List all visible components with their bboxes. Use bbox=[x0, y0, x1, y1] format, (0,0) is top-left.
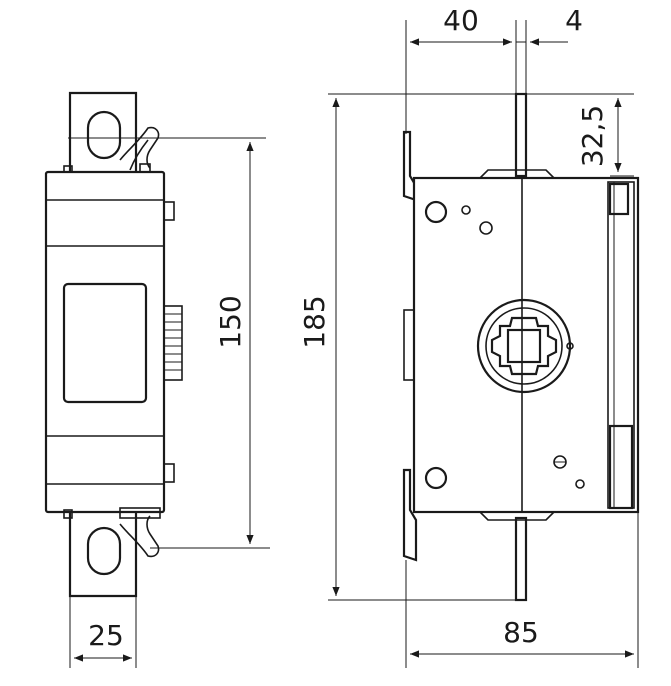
dim-side-depth: 85 bbox=[405, 512, 639, 668]
dim-side-top-extension: 32,5 bbox=[526, 93, 634, 177]
dim-front-width-label: 25 bbox=[88, 619, 124, 652]
side-housing bbox=[412, 169, 640, 521]
dim-front-width: 25 bbox=[69, 596, 137, 668]
dim-front-height: 150 bbox=[68, 137, 270, 549]
side-holes bbox=[424, 200, 585, 490]
dim-side-depth-label: 85 bbox=[503, 616, 539, 649]
front-label-window bbox=[62, 282, 148, 404]
front-knob-icon bbox=[163, 305, 183, 381]
rivet-icon bbox=[479, 221, 493, 235]
dim-front-height-label: 150 bbox=[214, 295, 247, 348]
front-top-bracket bbox=[63, 91, 160, 175]
dim-side-top-offset: 40 bbox=[405, 4, 517, 134]
rivet-icon bbox=[461, 205, 471, 215]
dim-side-shaft-width: 4 bbox=[502, 4, 583, 94]
dim-side-total-height: 185 bbox=[298, 93, 516, 601]
dim-side-total-height-label: 185 bbox=[298, 295, 331, 348]
dim-side-top-extension-label: 32,5 bbox=[576, 105, 609, 167]
dim-side-shaft-width-label: 4 bbox=[565, 4, 583, 37]
mounting-hole-icon bbox=[424, 466, 448, 490]
side-shaft bbox=[514, 92, 528, 602]
side-view: 185 40 4 32,5 85 bbox=[298, 4, 640, 668]
mounting-hole-icon bbox=[424, 200, 448, 224]
front-view: 150 25 bbox=[44, 91, 270, 668]
dim-side-top-offset-label: 40 bbox=[443, 4, 479, 37]
front-bottom-bracket bbox=[63, 507, 161, 598]
rivet-icon bbox=[575, 479, 585, 489]
side-coupling-icon bbox=[476, 298, 574, 394]
front-main-body bbox=[44, 170, 183, 514]
